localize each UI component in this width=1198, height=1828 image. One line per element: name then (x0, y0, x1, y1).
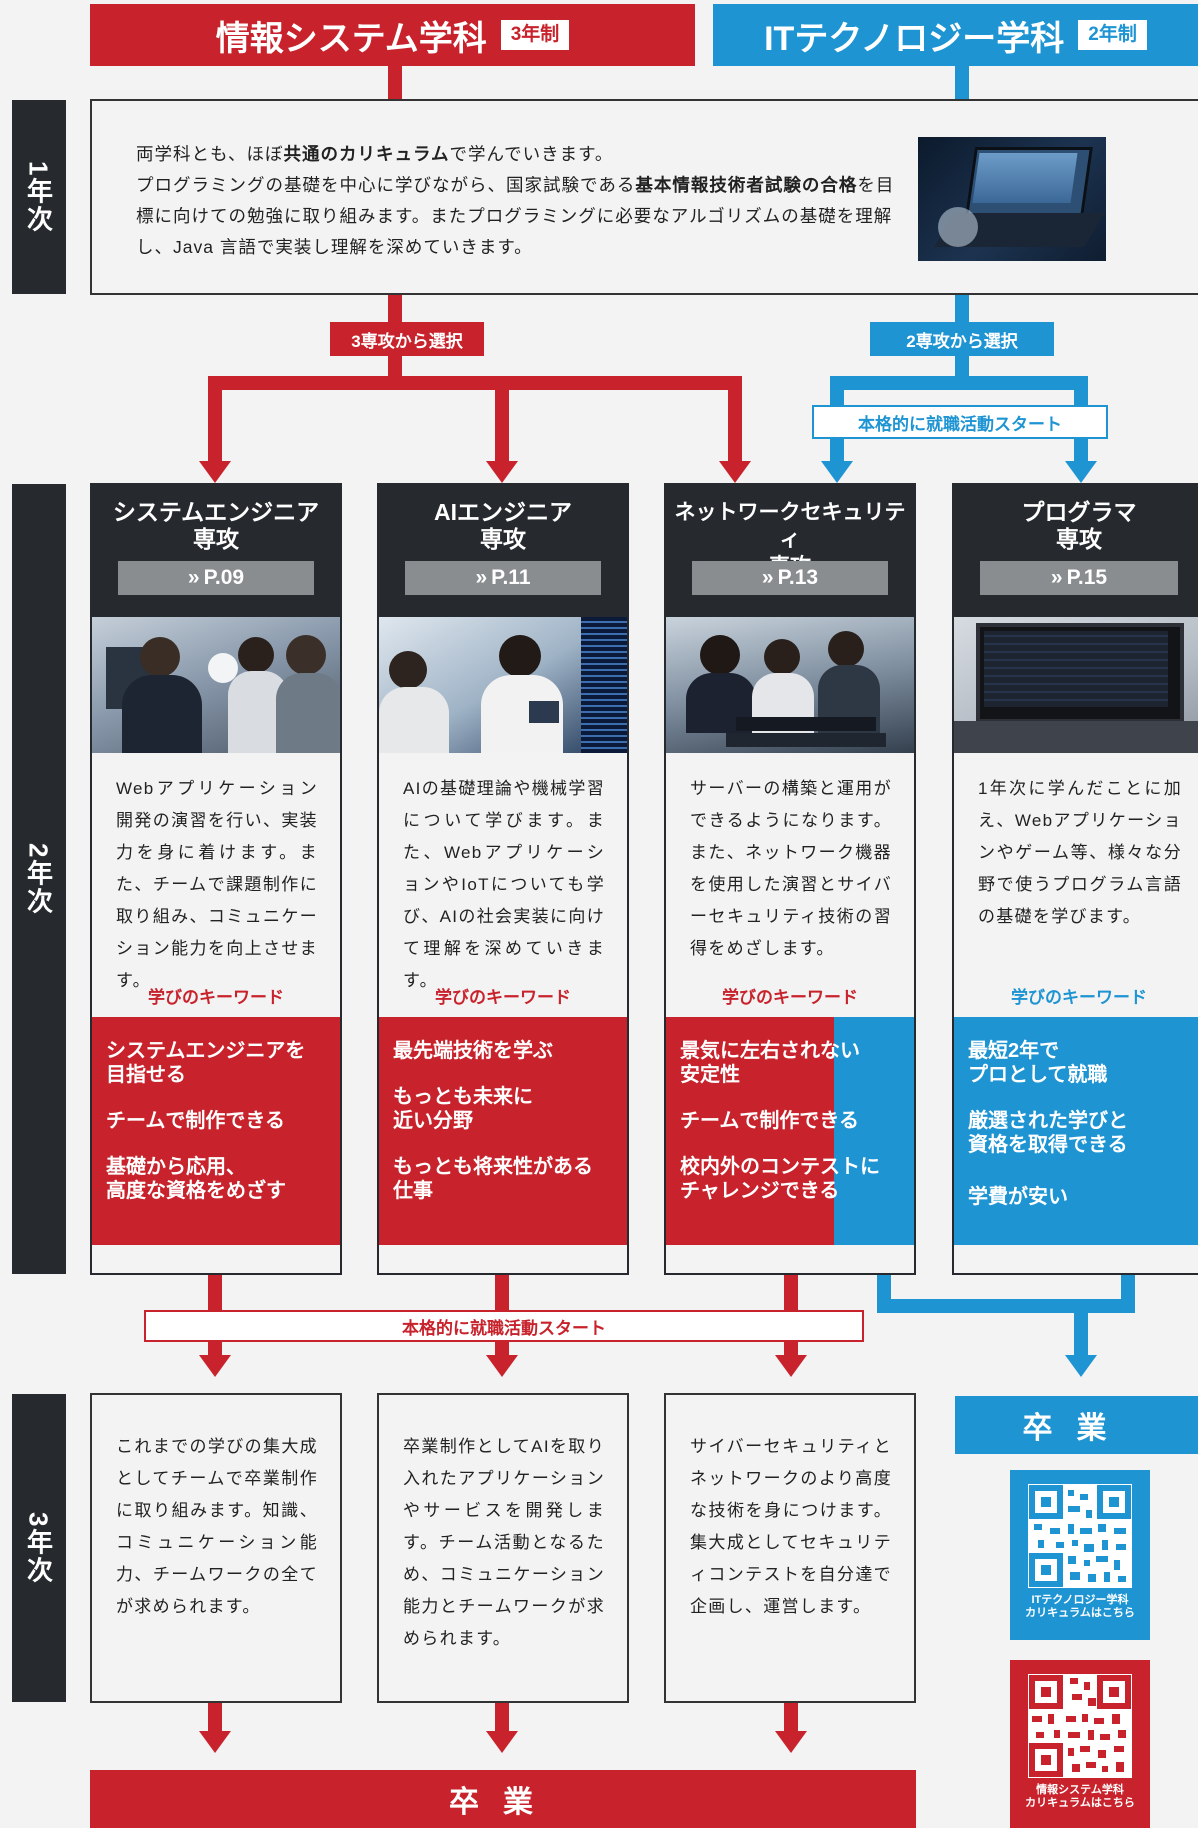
course-header: プログラマ 専攻 »P.15 (954, 485, 1198, 617)
connector (784, 1703, 798, 1733)
chevron-right-icon: » (475, 566, 488, 589)
job-hunting-start-banner-it: 本格的に就職活動スタート (812, 405, 1108, 439)
graduation-banner-it: 卒業 (955, 1396, 1198, 1454)
connector (830, 376, 1088, 390)
course-description: 1年次に学んだことに加え、Webアプリケーションやゲーム等、様々な分野で使うプロ… (978, 779, 1182, 926)
year3-box-system-engineer: これまでの学びの集大成としてチームで卒業制作に取り組みます。知識、コミュニケーシ… (90, 1393, 342, 1703)
qr-caption: ITテクノロジー学科 カリキュラムはこちら (1025, 1594, 1135, 1619)
dept-name: ITテクノロジー学科 (764, 19, 1065, 58)
course-description: サーバーの構築と運用ができるようになります。また、ネットワーク機器を使用した演習… (690, 779, 892, 958)
course-photo (92, 617, 340, 753)
chevron-right-icon: » (187, 566, 200, 589)
dept-name: 情報システム学科 (215, 19, 487, 58)
page-reference-link[interactable]: »P.11 (405, 561, 601, 595)
dept-header-info-system: 情報システム学科 3年制 (90, 4, 695, 66)
course-description: AIの基礎理論や機械学習について学びます。また、WebアプリケーションやIoTに… (403, 779, 605, 990)
arrow-down (486, 461, 518, 483)
year-tab-3: 3年次 (12, 1394, 66, 1702)
connector (1074, 1299, 1088, 1357)
course-photo (954, 617, 1198, 753)
arrow-down (775, 1355, 807, 1377)
qr-caption: 情報システム学科 カリキュラムはこちら (1025, 1784, 1135, 1809)
qr-card-info-system-curriculum[interactable]: 情報システム学科 カリキュラムはこちら (1010, 1660, 1150, 1828)
year3-box-network-security: サイバーセキュリティとネットワークのより高度な技術を身につけます。集大成としてセ… (664, 1393, 916, 1703)
arrow-down (199, 1355, 231, 1377)
keyword-box: 最先端技術を学ぶ もっとも未来に 近い分野 もっとも将来性がある 仕事 (379, 1017, 627, 1245)
connector (955, 66, 969, 100)
course-card-system-engineer: システムエンジニア 専攻 »P.09 Webアプリケーション開発の演習を行い、実… (90, 483, 342, 1275)
course-card-programmer: プログラマ 専攻 »P.15 1年次に学んだことに加え、Webアプリケーションや… (952, 483, 1198, 1275)
keyword-item: 校内外のコンテストに チャレンジできる (680, 1156, 880, 1202)
dept-badge: 2年制 (1078, 20, 1147, 50)
keyword-label: 学びのキーワード (722, 988, 858, 1007)
keyword-item: 学費が安い (968, 1186, 1068, 1208)
connector (495, 376, 509, 463)
arrow-down (1065, 461, 1097, 483)
course-photo (666, 617, 914, 753)
course-header: AIエンジニア 専攻 »P.11 (379, 485, 627, 617)
chevron-right-icon: » (761, 566, 774, 589)
keyword-box: 景気に左右されない 安定性 チームで制作できる 校内外のコンテストに チャレンジ… (666, 1017, 914, 1245)
course-title: システムエンジニア 専攻 (112, 499, 320, 552)
keyword-item: 基礎から応用、 高度な資格をめざす (106, 1156, 286, 1202)
arrow-down (775, 1731, 807, 1753)
year-tab-1: 1年次 (12, 100, 66, 294)
page-reference-link[interactable]: »P.15 (980, 561, 1178, 595)
keyword-label: 学びのキーワード (1011, 988, 1147, 1007)
keyword-item: 厳選された学びと 資格を取得できる (968, 1110, 1128, 1156)
keyword-item: もっとも将来性がある 仕事 (393, 1156, 593, 1202)
keyword-item: もっとも未来に 近い分野 (393, 1086, 533, 1132)
arrow-down (486, 1731, 518, 1753)
keyword-label: 学びのキーワード (435, 988, 571, 1007)
select-2-majors-tag: 2専攻から選択 (870, 322, 1054, 356)
dept-header-it-technology: ITテクノロジー学科 2年制 (713, 4, 1198, 66)
keyword-box: 最短2年で プロとして就職 厳選された学びと 資格を取得できる 学費が安い (954, 1017, 1198, 1245)
keyword-item: システムエンジニアを 目指せる (106, 1040, 306, 1086)
arrow-down (719, 461, 751, 483)
course-card-ai-engineer: AIエンジニア 専攻 »P.11 AIの基礎理論や機械学習について学びます。また… (377, 483, 629, 1275)
course-description: Webアプリケーション開発の演習を行い、実装力を身に着けます。また、チームで課題… (116, 779, 318, 990)
laptop-photo (918, 137, 1106, 261)
select-3-majors-tag: 3専攻から選択 (330, 322, 484, 356)
qr-code-icon (1028, 1484, 1132, 1588)
connector (877, 1299, 1135, 1313)
year-tab-2: 2年次 (12, 484, 66, 1274)
graduation-banner-info-system: 卒業 (90, 1770, 916, 1828)
keyword-label: 学びのキーワード (148, 988, 284, 1007)
course-header: ネットワークセキュリティ 専攻 »P.13 (666, 485, 914, 617)
year1-intro-text: 両学科とも、ほぼ共通のカリキュラムで学んでいきます。 プログラミングの基礎を中心… (136, 144, 895, 257)
connector (1121, 1275, 1135, 1313)
arrow-down (821, 461, 853, 483)
course-header: システムエンジニア 専攻 »P.09 (92, 485, 340, 617)
keyword-item: 景気に左右されない 安定性 (680, 1040, 860, 1086)
connector (208, 376, 222, 463)
connector (388, 66, 402, 100)
qr-code-icon (1028, 1674, 1132, 1778)
connector (208, 1703, 222, 1733)
dept-badge: 3年制 (500, 20, 570, 50)
arrow-down (1065, 1355, 1097, 1377)
year3-box-ai-engineer: 卒業制作としてAIを取り入れたアプリケーションやサービスを開発します。チーム活動… (377, 1393, 629, 1703)
keyword-box: システムエンジニアを 目指せる チームで制作できる 基礎から応用、 高度な資格を… (92, 1017, 340, 1245)
keyword-item: チームで制作できる (680, 1110, 859, 1132)
keyword-item: 最先端技術を学ぶ (393, 1040, 553, 1062)
keyword-item: 最短2年で プロとして就職 (968, 1040, 1108, 1086)
keyword-item: チームで制作できる (106, 1110, 285, 1132)
arrow-down (199, 1731, 231, 1753)
year1-intro-box: 両学科とも、ほぼ共通のカリキュラムで学んでいきます。 プログラミングの基礎を中心… (90, 99, 1198, 295)
connector (495, 1703, 509, 1733)
job-hunting-start-banner-info: 本格的に就職活動スタート (144, 1310, 864, 1342)
chevron-right-icon: » (1050, 566, 1063, 589)
arrow-down (199, 461, 231, 483)
course-photo (379, 617, 627, 753)
course-title: プログラマ 専攻 (1021, 499, 1137, 552)
page-reference-link[interactable]: »P.13 (692, 561, 888, 595)
connector (208, 376, 742, 390)
arrow-down (486, 1355, 518, 1377)
qr-card-it-curriculum[interactable]: ITテクノロジー学科 カリキュラムはこちら (1010, 1470, 1150, 1640)
connector (728, 376, 742, 463)
course-title: AIエンジニア 専攻 (434, 499, 572, 552)
course-card-network-security: ネットワークセキュリティ 専攻 »P.13 サーバーの構築と運用ができるようにな… (664, 483, 916, 1275)
page-reference-link[interactable]: »P.09 (118, 561, 314, 595)
